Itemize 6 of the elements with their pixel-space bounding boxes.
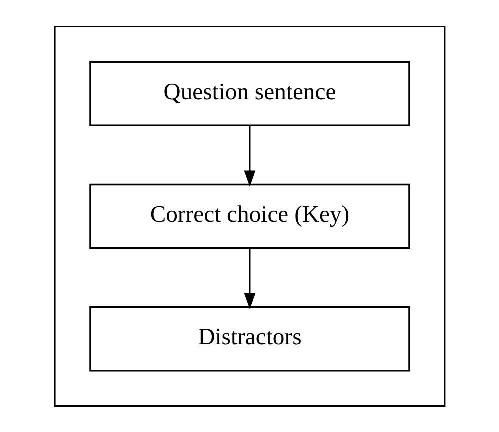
node-box: Correct choice (Key) bbox=[89, 183, 410, 249]
node-box: Distractors bbox=[89, 306, 410, 372]
arrow bbox=[244, 248, 256, 310]
node-box: Question sentence bbox=[89, 60, 410, 126]
arrow bbox=[244, 126, 256, 186]
cluster bbox=[54, 25, 446, 407]
